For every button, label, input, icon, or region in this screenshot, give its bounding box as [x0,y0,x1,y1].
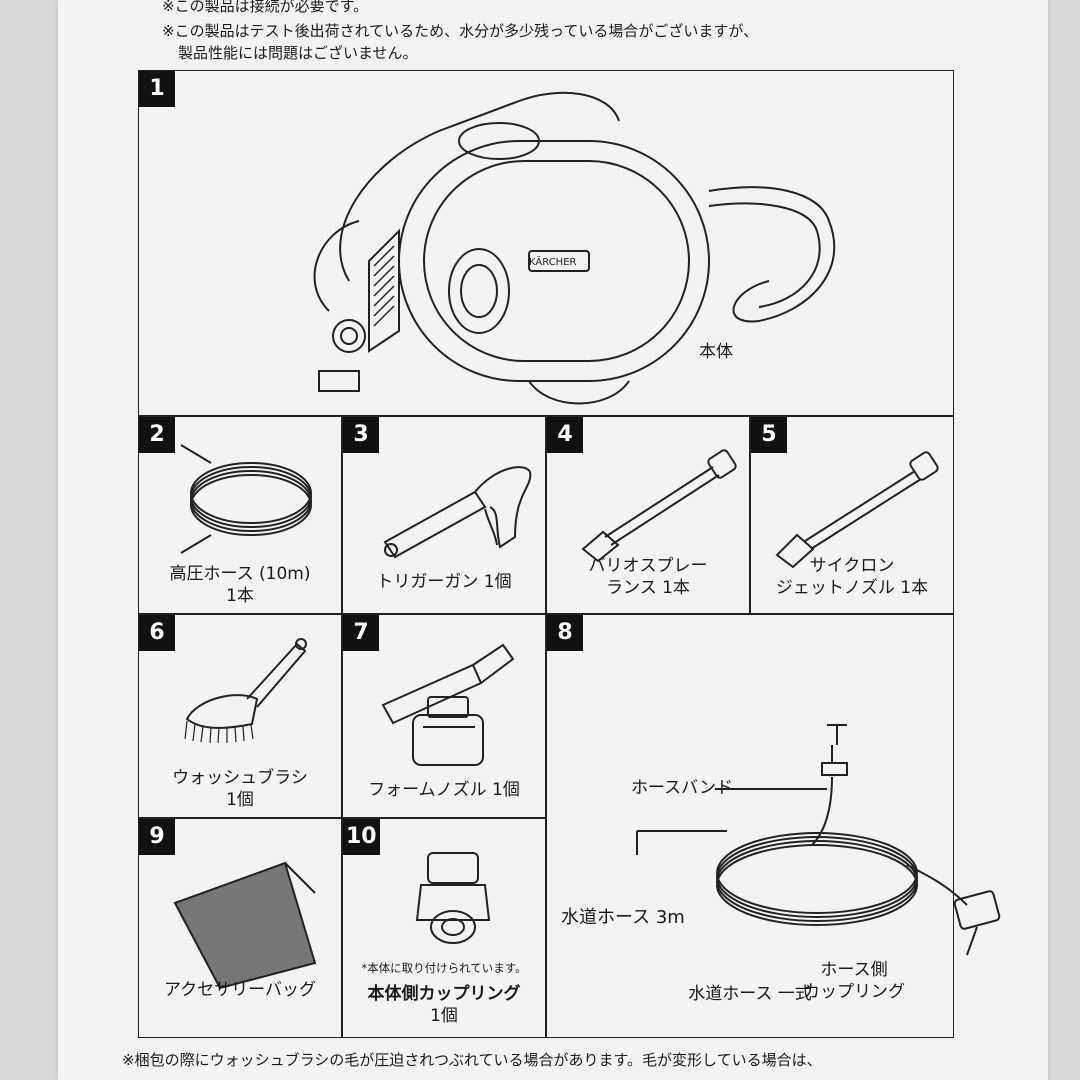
callout-hose-band: ホースバンド [631,778,733,798]
water-hose-illustration [636,724,1001,956]
item-7-label: フォームノズル 1個 [343,779,545,801]
item-10-label-line1: 本体側カップリング [367,984,521,1004]
spray-lance-illustration [581,449,737,563]
item-5-cyclone-jet-nozzle: 5 サイクロン ジェットノズル 1本 [750,416,954,614]
item-2-label: 高圧ホース (10m) 1本 [139,563,341,607]
item-number: 2 [139,417,175,453]
accessory-bag-illustration [173,861,317,990]
callout-water-hose: 水道ホース 3m [561,907,685,928]
item-2-label-line1: 高圧ホース (10m) [169,564,311,584]
item-4-label: バリオスプレー ランス 1本 [547,555,749,599]
item-9-label-line1: アクセサリーバッグ [164,980,316,1000]
item-number: 5 [751,417,787,453]
item-10-label-line2: 1個 [430,1006,458,1026]
note-performance: 製品性能には問題はございません。 [178,44,418,62]
foam-nozzle-illustration [381,643,515,766]
item-9-accessory-bag: 9 アクセサリーバッグ [138,818,342,1038]
pressure-washer-illustration: KÄRCHER [313,91,836,405]
item-5-label-line1: サイクロン [809,556,895,576]
item-4-label-line2: ランス 1本 [606,578,690,598]
item-8-label: 水道ホース 一式 [688,984,812,1004]
item-7-label-line1: フォームノズル 1個 [368,780,520,800]
contents-grid: 1 [138,70,1001,1038]
item-2-high-pressure-hose: 2 高圧ホース (10m) 1本 [138,416,342,614]
item-number: 6 [139,615,175,651]
item-6-label-line1: ウォッシュブラシ [172,768,308,788]
hose-coil-illustration [180,444,312,554]
item-number: 9 [139,819,175,855]
item-7-foam-nozzle: 7 フォームノズル 1個 [342,614,546,818]
item-1-main-unit: 1 [138,70,954,416]
item-5-label-line2: ジェットノズル 1本 [775,578,929,598]
callout-hose-coupling: ホース側 カップリング [803,959,905,1003]
item-4-vario-spray-lance: 4 バリオスプレー ランス 1本 [546,416,750,614]
wash-brush-illustration [184,638,307,744]
item-4-label-line1: バリオスプレー [588,556,708,576]
jet-nozzle-illustration [775,451,939,569]
item-3-label: トリガーガン 1個 [343,571,545,593]
item-10-note: *本体に取り付けられています。 [361,961,527,975]
item-5-label: サイクロン ジェットノズル 1本 [751,555,953,599]
item-number: 3 [343,417,379,453]
note-moisture: ※この製品はテスト後出荷されているため、水分が多少残っている場合がございますが、 [162,22,759,40]
trigger-gun-illustration [383,466,532,559]
item-6-wash-brush: 6 ウォッシュブラシ 1個 [138,614,342,818]
item-8-water-hose-set: 8 ホースバンド 水道ホース 3m ホース側 カップリング [546,614,1001,1038]
note-brush-bristles: ※梱包の際にウォッシュブラシの毛が圧迫されつぶれている場合があります。毛が変形し… [122,1051,822,1069]
item-number: 4 [547,417,583,453]
item-10-label: 本体側カップリング 1個 [343,983,545,1027]
item-10-unit-coupling: 10 *本体に取り付けられています。 本体側カップリング 1個 [342,818,546,1038]
item-3-label-line1: トリガーガン 1個 [376,572,512,592]
callout-hose-coupling-line1: ホース側 [820,960,888,980]
item-3-trigger-gun: 3 トリガーガン 1個 [342,416,546,614]
item-9-label: アクセサリーバッグ [139,979,341,1001]
callout-hose-coupling-line2: カップリング [803,982,905,1002]
item-number: 8 [547,615,583,651]
brand-logo: KÄRCHER [529,255,576,268]
item-6-label-line2: 1個 [226,790,254,810]
item-2-label-line2: 1本 [226,586,254,606]
note-connection: ※この製品は接続が必要です。 [162,0,369,15]
item-number: 7 [343,615,379,651]
item-6-label: ウォッシュブラシ 1個 [139,767,341,811]
item-number: 10 [343,819,380,855]
unit-coupling-illustration [415,852,491,944]
item-number: 1 [139,71,175,107]
main-unit-label: 本体 [699,342,733,362]
